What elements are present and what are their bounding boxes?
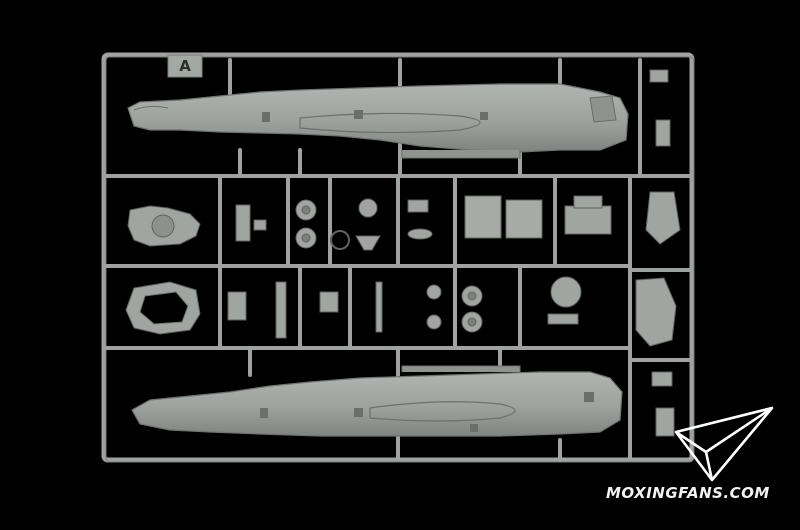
sprue-frame-shadow — [105, 56, 695, 463]
parts-right-column — [649, 69, 675, 437]
parts-row-2 — [125, 276, 677, 347]
parts-row-1 — [127, 191, 681, 251]
fuselage-half-upper — [127, 83, 629, 159]
sprue-letter-tab — [167, 54, 203, 78]
paper-plane-icon — [674, 406, 774, 482]
sprue-letter: A — [179, 57, 191, 75]
watermark-text: MOXINGFANS.COM — [606, 484, 770, 502]
fuselage-half-lower — [131, 365, 623, 437]
